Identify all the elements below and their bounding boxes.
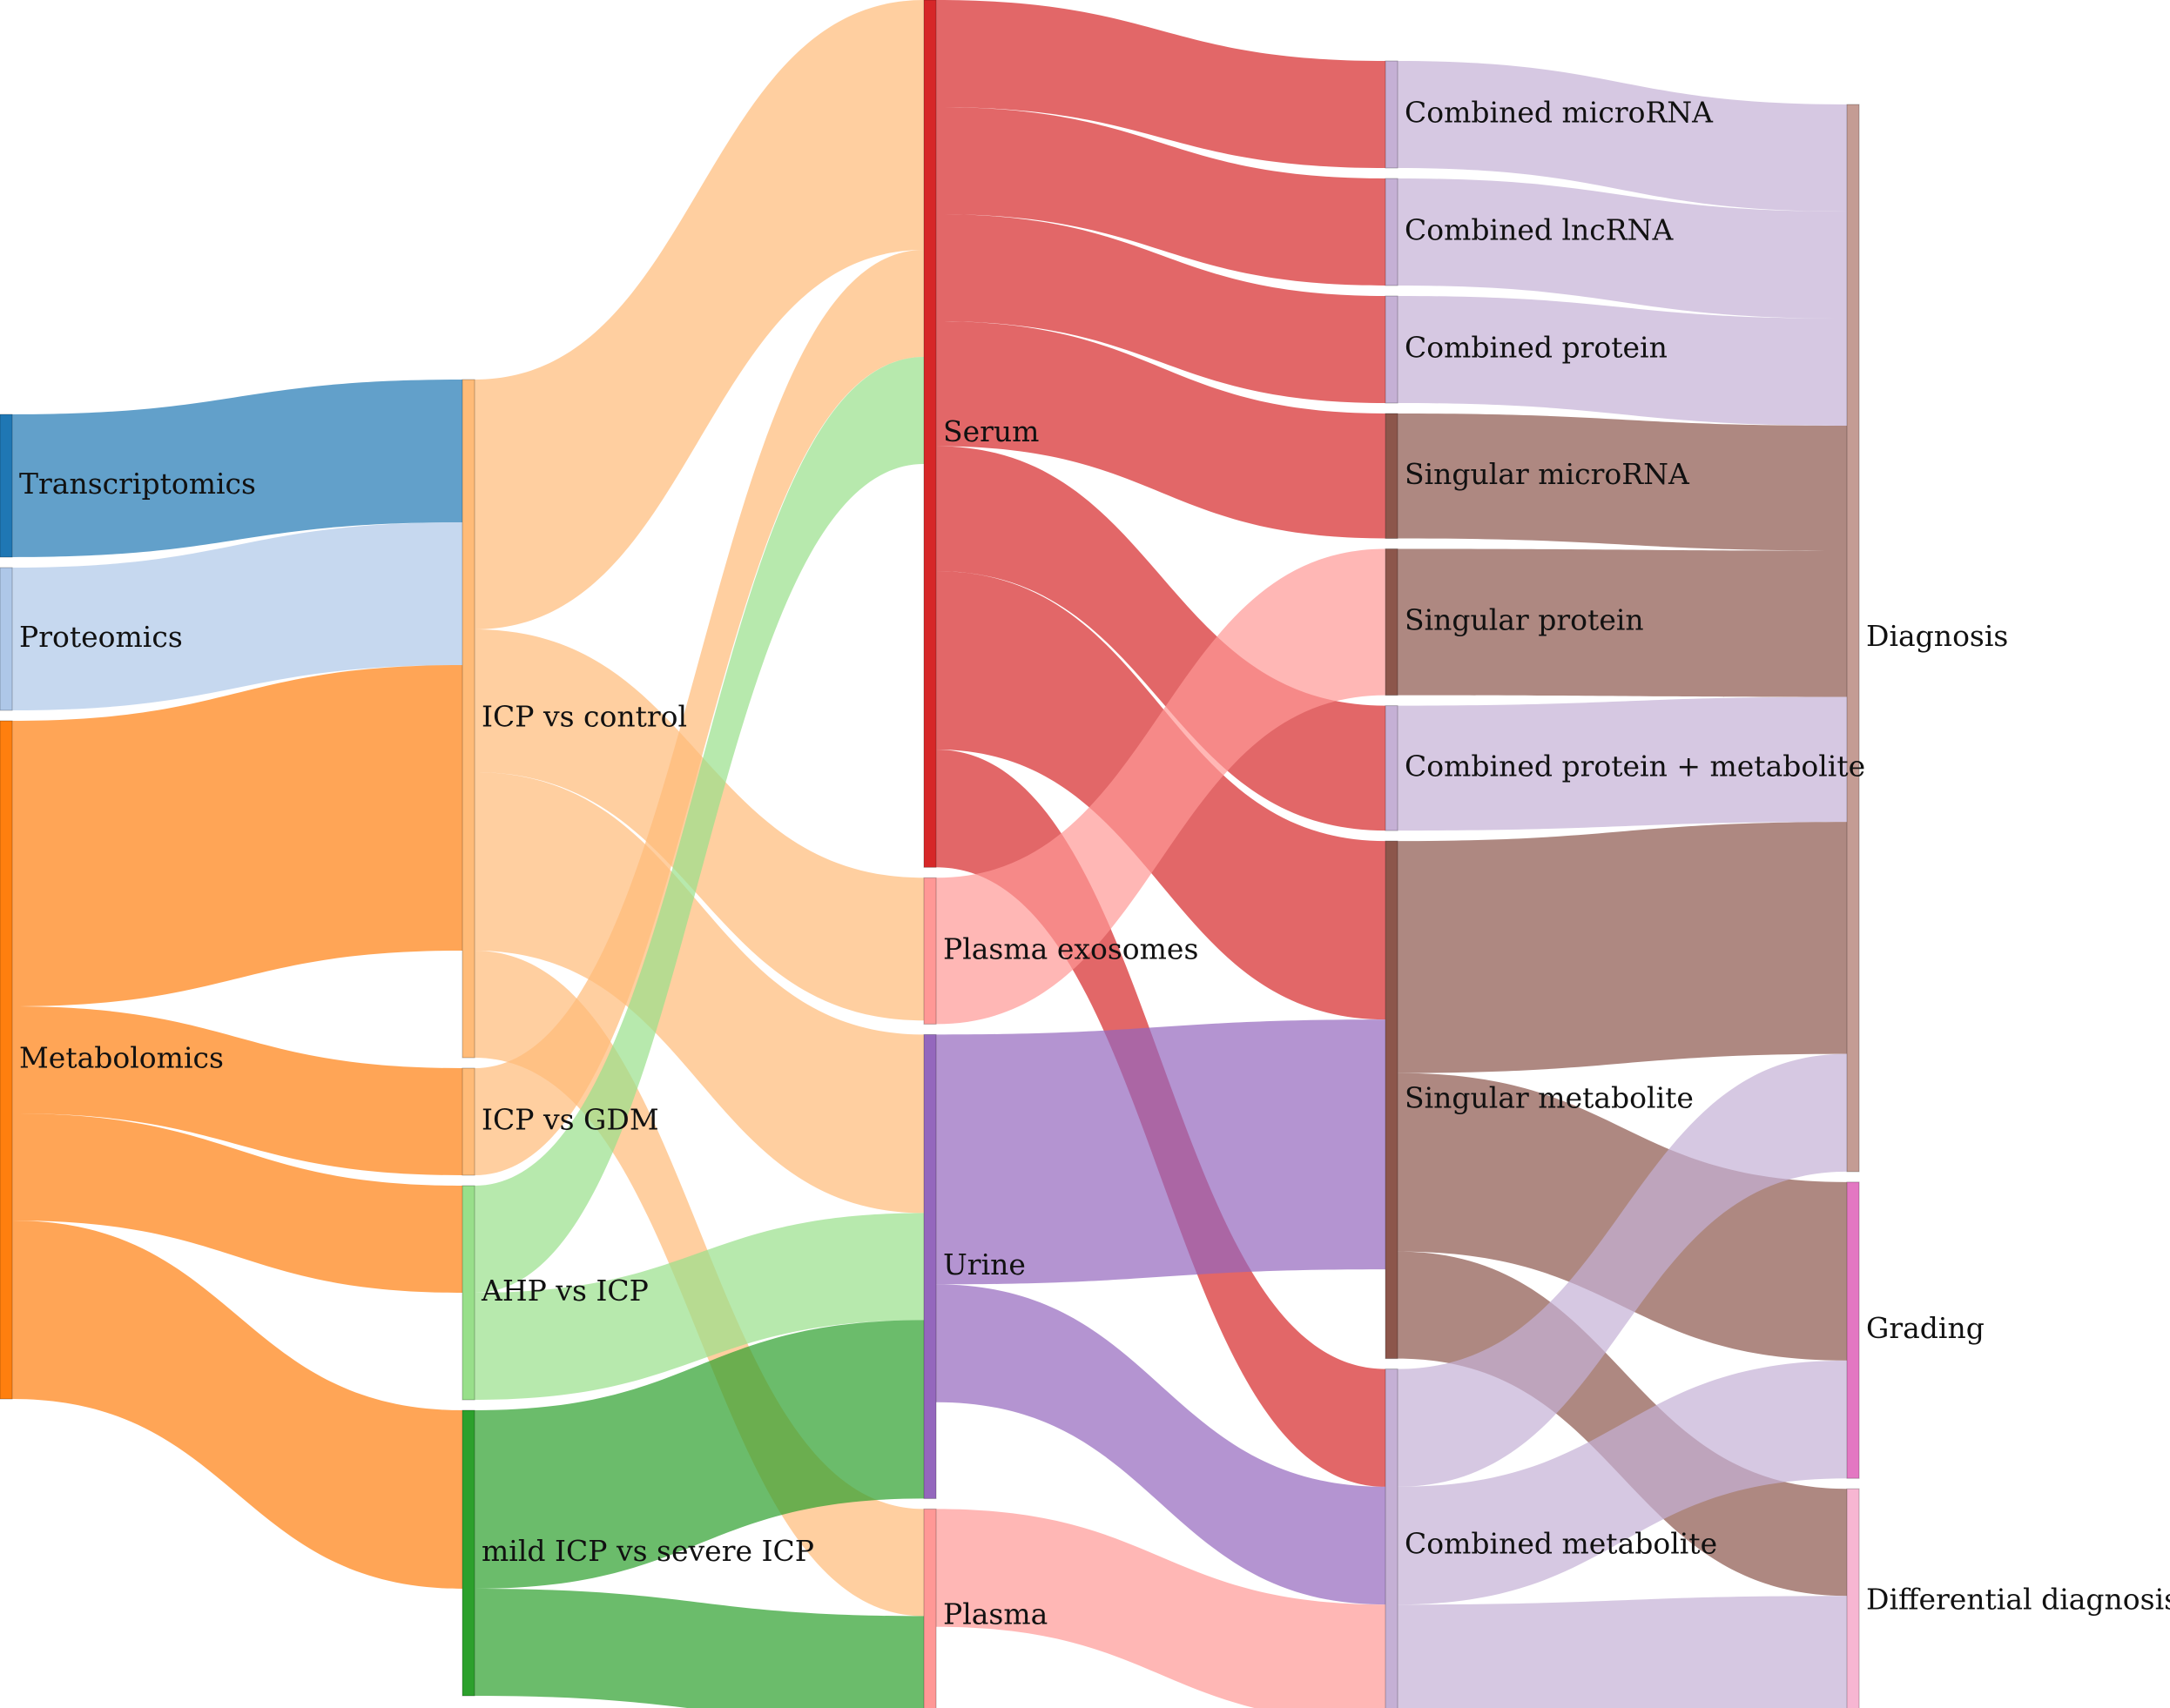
flow-serum-to-comb_lncrna xyxy=(936,107,1385,286)
nodes-layer xyxy=(0,0,1860,1708)
flow-icp_control-to-serum xyxy=(475,0,924,629)
node-comb_met xyxy=(1385,1368,1398,1708)
node-comb_lncrna xyxy=(1385,178,1398,286)
flow-metabolomics-to-ahp_icp xyxy=(12,1113,462,1293)
node-sing_protein xyxy=(1385,548,1398,696)
flow-comb_mirna-to-diagnosis xyxy=(1398,61,1847,212)
node-label-comb_prot_met: Combined protein + metabolite xyxy=(1405,749,1865,783)
node-urine xyxy=(923,1033,937,1499)
flow-comb_lncrna-to-diagnosis xyxy=(1398,178,1847,319)
node-label-comb_lncrna: Combined lncRNA xyxy=(1405,213,1674,247)
node-label-mild_severe: mild ICP vs severe ICP xyxy=(482,1534,814,1568)
flow-comb_met-to-diff_diag xyxy=(1398,1596,1847,1708)
node-label-proteomics: Proteomics xyxy=(19,620,183,654)
flow-comb_protein-to-diagnosis xyxy=(1398,296,1847,426)
node-label-metabolomics: Metabolomics xyxy=(19,1041,224,1075)
node-label-sing_mirna: Singular microRNA xyxy=(1405,457,1690,491)
node-comb_protein xyxy=(1385,295,1398,404)
flow-comb_met-to-diagnosis xyxy=(1398,1053,1847,1487)
node-metabolomics xyxy=(0,720,13,1400)
flow-metabolomics-to-mild_severe xyxy=(12,1220,462,1589)
node-label-icp_control: ICP vs control xyxy=(482,700,687,734)
node-diff_diag xyxy=(1846,1488,1860,1708)
flow-plasma-to-comb_met xyxy=(936,1509,1385,1708)
node-label-comb_protein: Combined protein xyxy=(1405,331,1668,365)
node-comb_prot_met xyxy=(1385,705,1398,831)
node-label-plasma_exo: Plasma exosomes xyxy=(943,931,1198,965)
node-label-sing_met: Singular metabolite xyxy=(1405,1080,1694,1114)
flow-comb_met-to-grading xyxy=(1398,1360,1847,1605)
flow-mild_severe-to-urine xyxy=(475,1320,924,1589)
flow-urine-to-sing_met xyxy=(936,1019,1385,1285)
links-layer xyxy=(12,0,1847,1708)
node-label-grading: Grading xyxy=(1866,1311,1985,1345)
node-transcriptomics xyxy=(0,414,13,558)
node-label-comb_mirna: Combined microRNA xyxy=(1405,96,1714,130)
node-label-plasma: Plasma xyxy=(943,1597,1048,1631)
flow-plasma_exo-to-sing_protein xyxy=(936,548,1385,1025)
flow-metabolomics-to-icp_gdm xyxy=(12,1006,462,1175)
node-label-diagnosis: Diagnosis xyxy=(1866,619,2008,653)
node-label-transcriptomics: Transcriptomics xyxy=(19,467,256,501)
node-sing_met xyxy=(1385,840,1398,1360)
flow-serum-to-sing_mirna xyxy=(936,321,1385,539)
flow-transcriptomics-to-icp_control xyxy=(12,380,462,557)
flow-icp_control-to-urine xyxy=(475,772,924,1214)
node-comb_mirna xyxy=(1385,60,1398,169)
node-icp_gdm xyxy=(462,1067,475,1176)
node-label-sing_protein: Singular protein xyxy=(1405,603,1644,637)
node-proteomics xyxy=(0,567,13,711)
flow-icp_gdm-to-serum xyxy=(475,250,924,1175)
flow-metabolomics-to-icp_control xyxy=(12,665,462,1006)
node-diagnosis xyxy=(1846,104,1860,1173)
node-label-ahp_icp: AHP vs ICP xyxy=(481,1274,649,1308)
node-icp_control xyxy=(462,379,475,1059)
node-mild_severe xyxy=(462,1409,475,1697)
node-ahp_icp xyxy=(462,1185,475,1401)
flow-sing_protein-to-diagnosis xyxy=(1398,548,1847,697)
flow-serum-to-comb_prot_met xyxy=(936,446,1385,831)
node-label-urine: Urine xyxy=(943,1247,1026,1281)
flow-ahp_icp-to-urine xyxy=(475,1213,924,1400)
flow-comb_prot_met-to-diagnosis xyxy=(1398,696,1847,831)
flow-serum-to-comb_protein xyxy=(936,214,1385,403)
node-label-comb_met: Combined metabolite xyxy=(1405,1527,1717,1561)
node-serum xyxy=(923,0,937,868)
flow-mild_severe-to-plasma xyxy=(475,1589,924,1708)
flow-urine-to-comb_met xyxy=(936,1284,1385,1605)
flow-ahp_icp-to-serum xyxy=(475,357,924,1293)
flow-proteomics-to-icp_control xyxy=(12,522,462,710)
node-sing_mirna xyxy=(1385,413,1398,539)
flow-serum-to-comb_mirna xyxy=(936,0,1385,168)
node-plasma xyxy=(923,1508,937,1708)
node-label-diff_diag: Differential diagnosis xyxy=(1866,1582,2170,1616)
node-label-serum: Serum xyxy=(943,414,1039,448)
flow-sing_met-to-diagnosis xyxy=(1398,822,1847,1073)
node-grading xyxy=(1846,1181,1860,1479)
node-plasma_exo xyxy=(923,877,937,1025)
node-label-icp_gdm: ICP vs GDM xyxy=(482,1103,659,1137)
labels-layer: TranscriptomicsProteomicsMetabolomicsICP… xyxy=(19,96,2170,1631)
flow-sing_mirna-to-diagnosis xyxy=(1398,414,1847,551)
